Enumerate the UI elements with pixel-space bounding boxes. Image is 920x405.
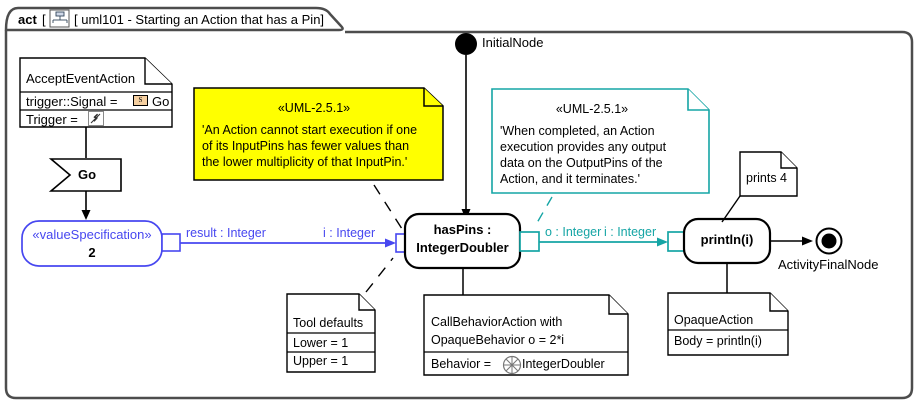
diagram-frame-border xyxy=(4,30,914,400)
note-prints xyxy=(721,151,798,223)
call-behavior-row-value: IntegerDoubler xyxy=(522,357,605,371)
node-activity-final xyxy=(815,227,843,255)
pin-label-o-integer: o : Integer xyxy=(545,225,602,239)
pin-label-result-integer: result : Integer xyxy=(186,226,266,240)
has-pins-line1: hasPins : xyxy=(433,222,492,237)
call-behavior-line2: OpaqueBehavior o = 2*i xyxy=(431,333,565,347)
diagram-frame-tab xyxy=(4,6,344,32)
accept-event-row1-label: trigger::Signal = xyxy=(26,94,118,109)
note-uml-yellow xyxy=(193,87,444,181)
anchor-cyan-note xyxy=(533,196,553,229)
signal-icon: S xyxy=(133,95,148,106)
call-behavior-row-label: Behavior = xyxy=(431,357,492,371)
arrowhead-println-to-final xyxy=(802,236,813,246)
pin-label-i-integer-haspins: i : Integer xyxy=(323,226,376,240)
println-label: println(i) xyxy=(700,232,754,247)
tool-defaults-row1: Lower = 1 xyxy=(293,336,349,350)
cyan-note-line3: data on the OutputPins of the xyxy=(500,156,663,170)
note-uml-cyan xyxy=(491,88,710,194)
activity-diagram-icon xyxy=(49,9,70,28)
note-opaque-action xyxy=(667,263,789,356)
activity-behavior-icon xyxy=(502,355,522,375)
frame-title-text: [ uml101 - Starting an Action that has a… xyxy=(74,12,325,27)
cyan-note-line4: Action, and it terminates.' xyxy=(500,172,640,186)
initial-node-label: InitialNode xyxy=(482,35,544,50)
pin-label-i-integer-println: i : Integer xyxy=(604,225,657,239)
accept-event-header: AcceptEventAction xyxy=(26,71,136,86)
cyan-note-stereotype: «UML-2.5.1» xyxy=(555,102,629,116)
yellow-note-line2: of its InputPins has fewer values than xyxy=(202,139,410,153)
has-pins-line2: IntegerDoubler xyxy=(416,240,509,255)
arrowhead-haspins-to-println xyxy=(657,237,668,247)
value-spec-stereotype: «valueSpecification» xyxy=(32,227,152,242)
frame-kind-label: act xyxy=(18,12,37,27)
arrowhead-valuespec-to-haspins xyxy=(385,238,396,248)
node-value-specification xyxy=(21,220,181,267)
note-accept-event-action xyxy=(19,57,173,128)
opaque-action-header: OpaqueAction xyxy=(674,313,754,327)
note-tool-defaults xyxy=(286,257,394,373)
tool-defaults-header: Tool defaults xyxy=(293,316,364,330)
frame-bracket-open: [ xyxy=(42,12,46,27)
trigger-lightning-icon xyxy=(88,111,104,126)
activity-final-label: ActivityFinalNode xyxy=(778,257,879,272)
cyan-note-line2: execution provides any output xyxy=(500,140,667,154)
lightning-glyph xyxy=(90,113,101,124)
anchor-yellow-note xyxy=(373,184,405,233)
accept-event-row1-value: Go xyxy=(152,94,170,109)
yellow-note-line1: 'An Action cannot start execution if one xyxy=(202,123,418,137)
note-call-behavior-action xyxy=(423,268,629,376)
tool-defaults-row2: Upper = 1 xyxy=(293,354,349,368)
cyan-note-line1: 'When completed, an Action xyxy=(500,124,655,138)
yellow-note-line3: the lower multiplicity of that InputPin.… xyxy=(202,155,408,169)
signal-receive-label: Go xyxy=(78,167,97,182)
call-behavior-line1: CallBehaviorAction with xyxy=(431,315,563,329)
value-spec-value: 2 xyxy=(88,245,96,260)
yellow-note-stereotype: «UML-2.5.1» xyxy=(277,101,351,115)
accept-event-row2-label: Trigger = xyxy=(26,112,78,127)
prints-note-text: prints 4 xyxy=(746,171,787,185)
arrowhead-go-to-valuespec xyxy=(81,210,91,220)
node-initial xyxy=(455,33,477,55)
opaque-action-row1: Body = println(i) xyxy=(674,334,762,348)
